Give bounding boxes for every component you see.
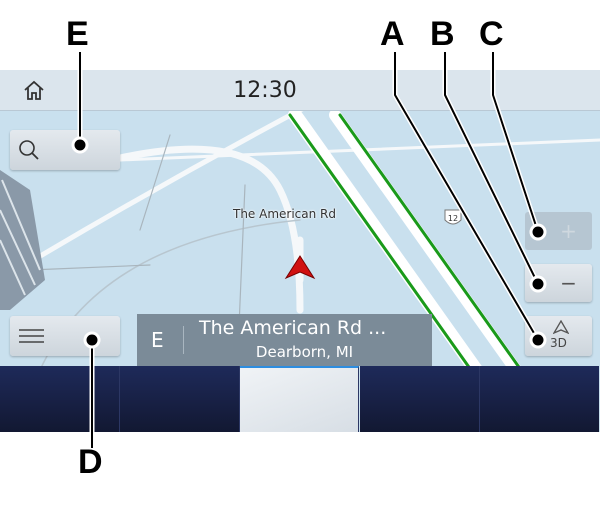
status-header: 12:30	[0, 70, 600, 111]
bottom-bar-tab-5[interactable]	[480, 366, 599, 432]
bottom-bar-tab-2[interactable]	[120, 366, 240, 432]
bottom-bar-tab-1[interactable]	[0, 366, 120, 432]
menu-button[interactable]	[10, 316, 120, 356]
callout-b: B	[430, 15, 455, 53]
search-icon	[19, 140, 39, 160]
heading-direction: E	[151, 328, 164, 352]
zoom-in-label: +	[560, 219, 577, 243]
building-icon	[0, 170, 45, 310]
callout-c: C	[479, 15, 504, 53]
callout-a: A	[380, 15, 405, 53]
home-icon[interactable]	[22, 79, 46, 101]
route-shield-icon: 12	[444, 209, 462, 225]
nav-screen: 12 The American Rd 12:30 + − 3D E The Am…	[0, 70, 600, 432]
bottom-bar-tab-navigation[interactable]	[240, 366, 359, 432]
bottom-bar-tab-4[interactable]	[360, 366, 480, 432]
svg-text:12: 12	[448, 214, 458, 223]
callout-d: D	[78, 443, 103, 481]
city-name: Dearborn, MI	[255, 343, 354, 361]
search-button[interactable]	[10, 130, 120, 170]
zoom-out-label: −	[560, 271, 577, 295]
bottom-bar	[0, 366, 600, 432]
menu-icon	[19, 329, 44, 343]
navigation-arrow-icon	[553, 320, 569, 334]
vehicle-position-icon	[284, 255, 316, 280]
clock: 12:30	[233, 78, 297, 103]
callout-e: E	[66, 15, 89, 53]
view-mode-button[interactable]: 3D	[525, 316, 592, 356]
street-name: The American Rd ...	[199, 317, 387, 339]
divider	[183, 326, 184, 354]
road-label: The American Rd	[233, 207, 337, 221]
current-street-panel: E The American Rd ... Dearborn, MI	[137, 314, 432, 366]
view-mode-label: 3D	[550, 336, 567, 350]
